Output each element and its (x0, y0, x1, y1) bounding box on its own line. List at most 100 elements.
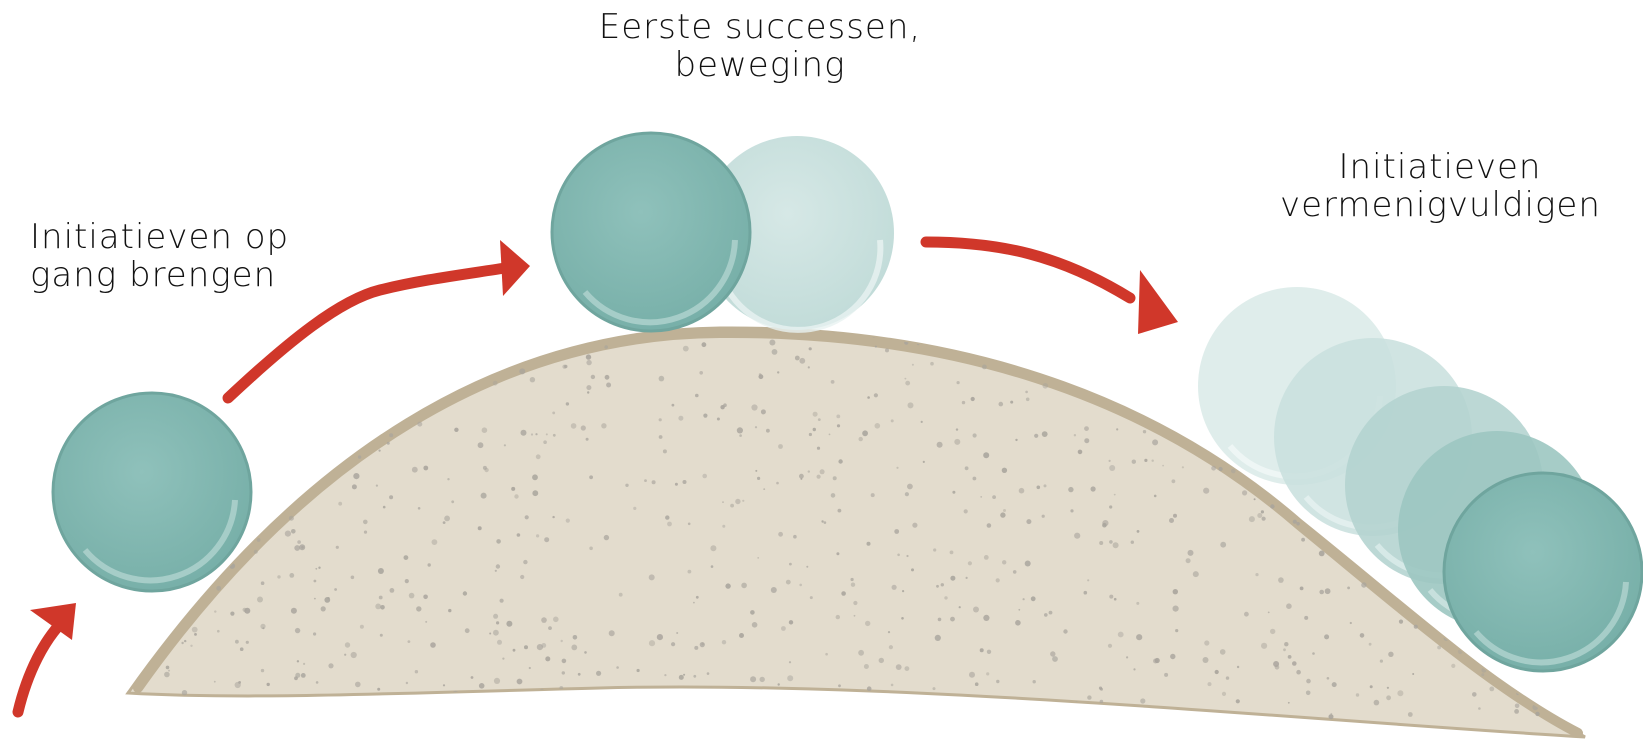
speckle-dot (1296, 670, 1301, 675)
speckle-dot (867, 542, 871, 546)
speckle-dot (315, 475, 319, 479)
speckle-dot (334, 454, 340, 460)
speckle-dot (1203, 657, 1209, 663)
speckle-dot (1096, 371, 1099, 374)
speckle-dot (1300, 587, 1304, 591)
speckle-dot (982, 365, 987, 370)
speckle-dot (984, 555, 989, 560)
speckle-dot (837, 424, 840, 427)
speckle-dot (418, 507, 421, 510)
speckle-dot (909, 714, 915, 720)
speckle-dot (246, 641, 249, 644)
speckle-dot (475, 363, 477, 365)
speckle-dot (841, 591, 846, 596)
speckle-dot (1036, 713, 1039, 716)
speckle-dot (1116, 428, 1118, 430)
speckle-dot (901, 617, 904, 620)
speckle-dot (1168, 724, 1173, 729)
speckle-dot (1489, 687, 1494, 692)
speckle-dot (605, 375, 610, 380)
speckle-dot (345, 642, 350, 647)
speckle-dot (1072, 345, 1078, 351)
speckle-dot (969, 672, 975, 678)
speckle-dot (1306, 691, 1311, 696)
speckle-dot (321, 606, 326, 611)
speckle-dot (1350, 622, 1352, 624)
arrow-icon (926, 242, 1178, 334)
ball-icon (552, 133, 750, 331)
speckle-dot (1087, 579, 1089, 581)
speckle-dot (297, 660, 299, 662)
speckle-dot (181, 642, 183, 644)
speckle-dot (800, 478, 802, 480)
speckle-dot (959, 606, 961, 608)
speckle-dot (968, 561, 972, 565)
speckle-dot (230, 612, 234, 616)
speckle-dot (1031, 596, 1036, 601)
speckle-dot (657, 634, 663, 640)
speckle-dot (411, 387, 416, 392)
speckle-dot (493, 614, 498, 619)
speckle-dot (1173, 514, 1177, 518)
speckle-dot (950, 576, 955, 581)
speckle-dot (1270, 629, 1275, 634)
speckle-dot (717, 418, 720, 421)
speckle-dot (587, 391, 589, 393)
speckle-dot (965, 466, 969, 470)
speckle-dot (252, 453, 257, 458)
speckle-dot (383, 506, 386, 509)
speckle-dot (224, 351, 229, 356)
speckle-dot (1100, 688, 1103, 691)
speckle-dot (493, 630, 499, 636)
speckle-dot (664, 674, 666, 676)
speckle-dot (889, 725, 894, 730)
speckle-dot (1002, 468, 1007, 473)
speckle-dot (891, 684, 894, 687)
speckle-dot (836, 710, 839, 713)
speckle-dot (530, 377, 535, 382)
speckle-dot (520, 575, 524, 579)
speckle-dot (1193, 571, 1199, 577)
speckle-dot (364, 531, 367, 534)
speckle-dot (1244, 612, 1249, 617)
speckle-dot (541, 643, 546, 648)
speckle-dot (1102, 520, 1108, 526)
speckle-dot (1084, 438, 1089, 443)
speckle-dot (1141, 720, 1143, 722)
speckle-dot (1131, 541, 1134, 544)
speckle-dot (403, 380, 408, 385)
caption-line: Initiatieven (1280, 148, 1600, 186)
speckle-dot (891, 726, 897, 732)
speckle-dot (604, 345, 608, 349)
speckle-dot (535, 433, 537, 435)
speckle-dot (862, 430, 868, 436)
speckle-dot (1262, 517, 1266, 521)
speckle-dot (573, 710, 578, 715)
speckle-dot (949, 703, 955, 709)
speckle-dot (675, 483, 678, 486)
speckle-dot (1000, 512, 1005, 517)
speckle-dot (659, 435, 663, 439)
speckle-dot (1261, 643, 1267, 649)
speckle-dot (1471, 359, 1475, 363)
speckle-dot (1184, 392, 1190, 398)
speckle-dot (1010, 354, 1016, 360)
speckle-dot (412, 467, 418, 473)
speckle-dot (519, 368, 525, 374)
speckle-dot (1170, 654, 1175, 659)
speckle-dot (1327, 677, 1330, 680)
speckle-dot (1114, 598, 1117, 601)
speckle-dot (527, 715, 532, 720)
speckle-dot (397, 726, 401, 730)
speckle-dot (1281, 492, 1287, 498)
speckle-dot (406, 682, 408, 684)
speckle-dot (168, 670, 170, 672)
speckle-dot (291, 529, 296, 534)
speckle-dot (578, 673, 581, 676)
speckle-dot (1099, 729, 1101, 731)
speckle-dot (700, 642, 705, 647)
caption-multiply: Initiatieven vermenigvuldigen (1280, 148, 1600, 224)
speckle-dot (987, 523, 992, 528)
speckle-dot (405, 579, 409, 583)
caption-line: gang brengen (30, 256, 290, 294)
